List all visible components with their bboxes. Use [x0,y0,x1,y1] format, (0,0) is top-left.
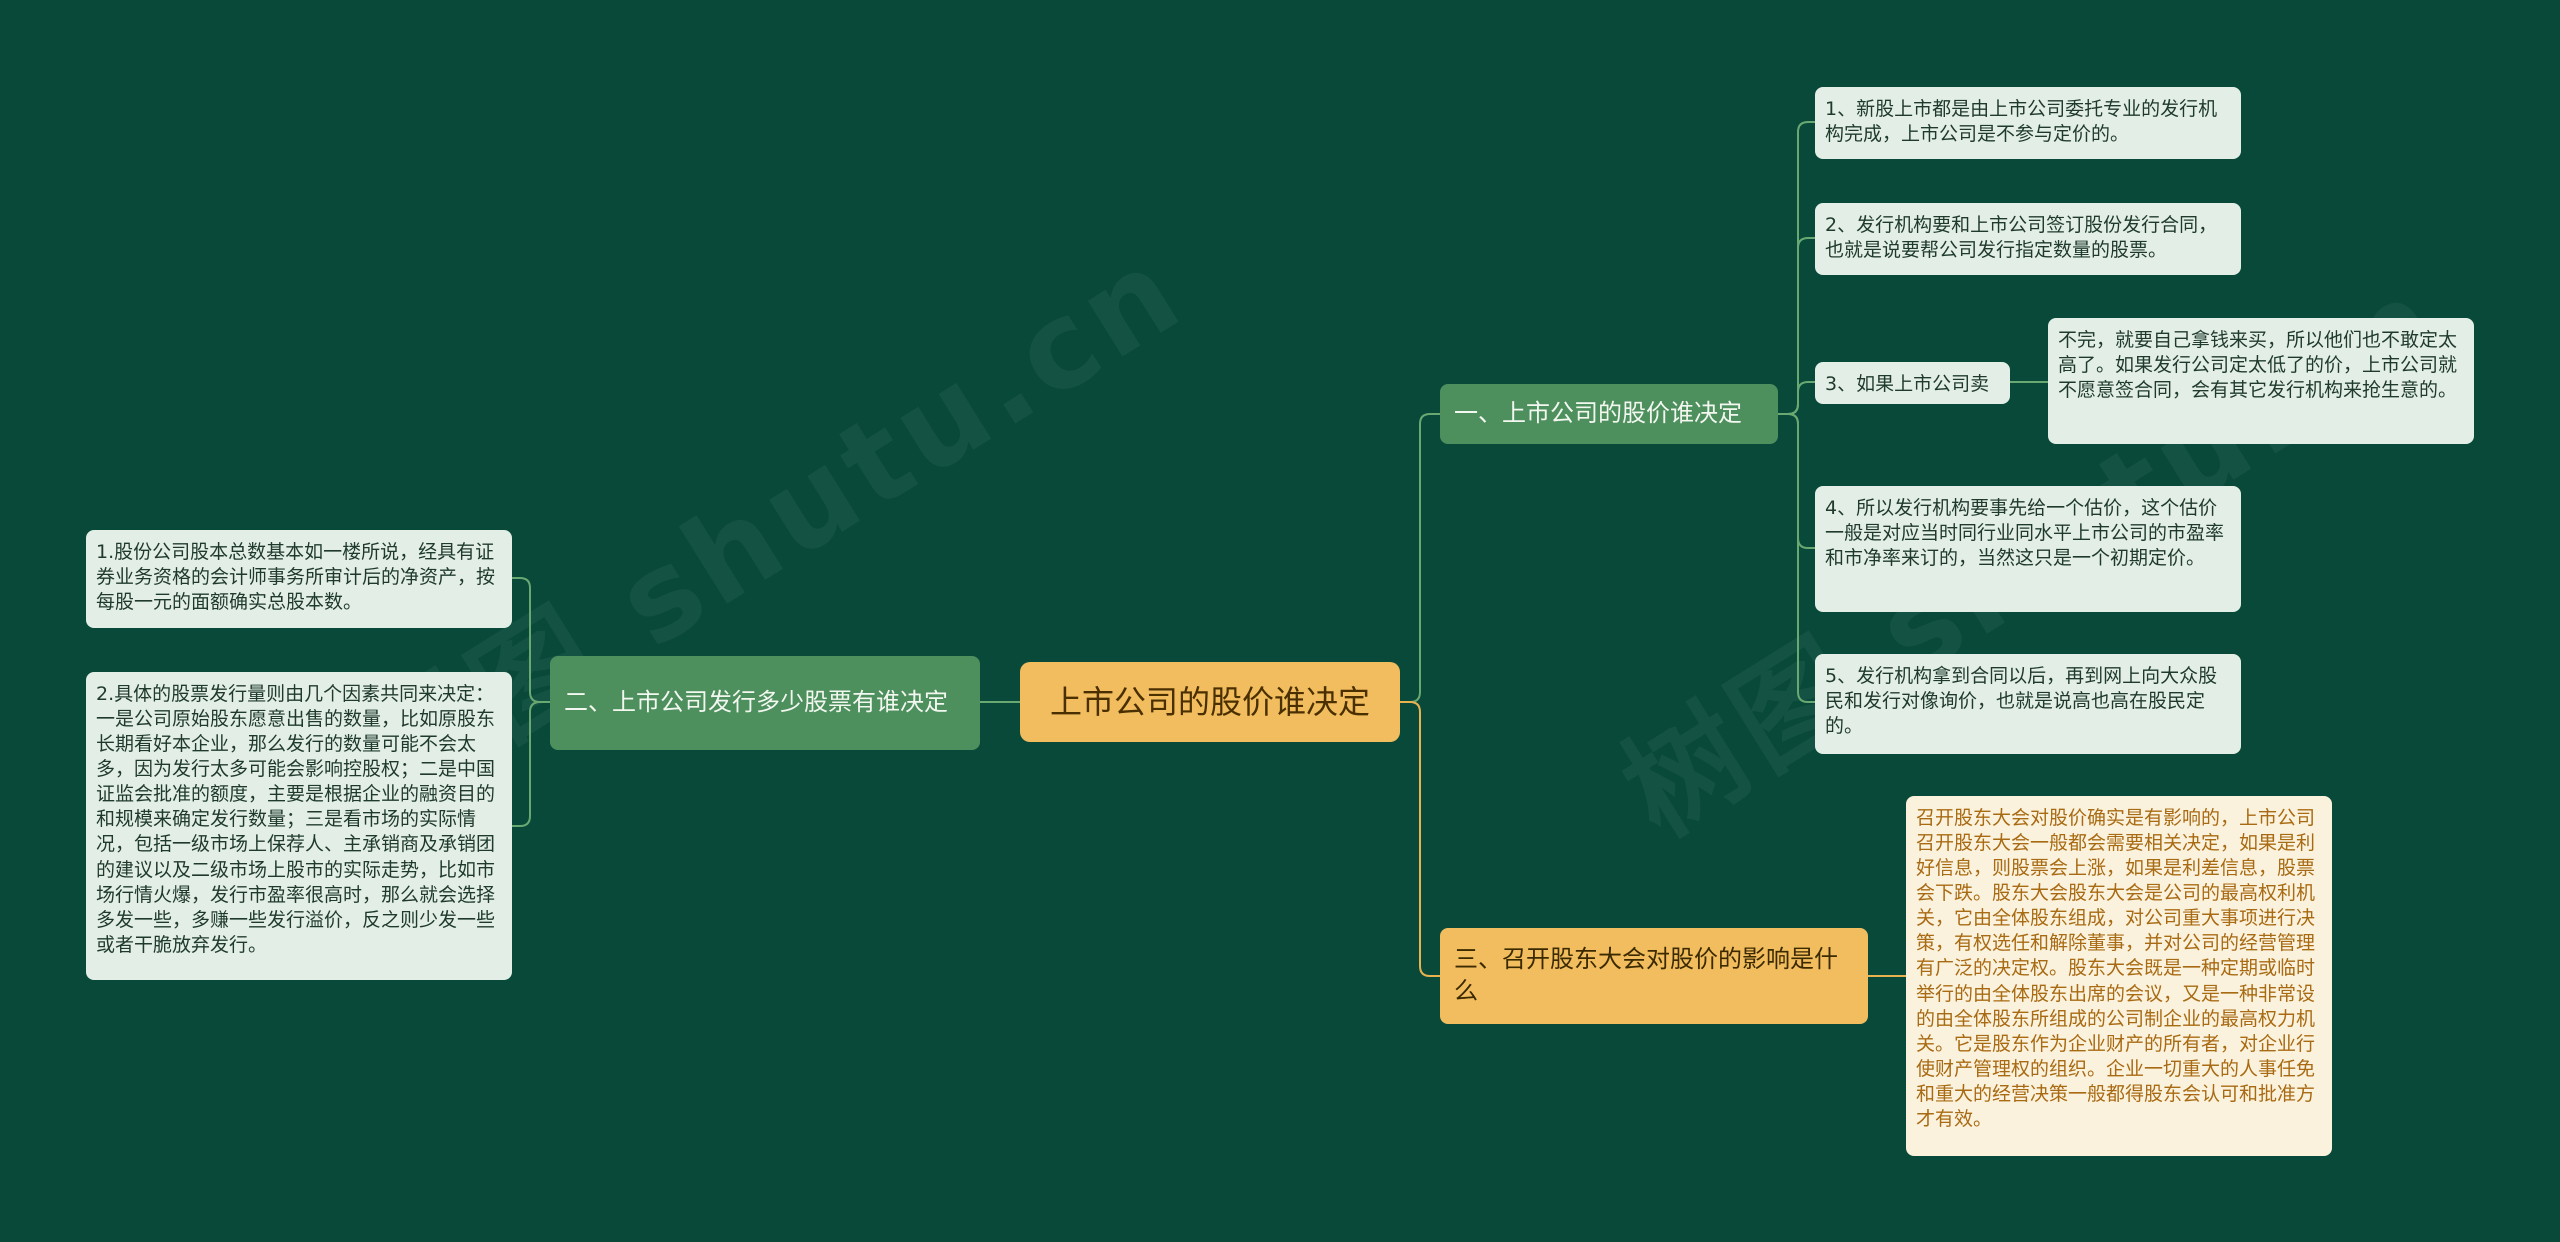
leaf-topic-1-2[interactable]: 2、发行机构要和上市公司签订股份发行合同，也就是说要帮公司发行指定数量的股票。 [1815,203,2241,275]
leaf-topic-2-2[interactable]: 2.具体的股票发行量则由几个因素共同来决定：一是公司原始股东愿意出售的数量，比如… [86,672,512,980]
leaf-topic-1-1[interactable]: 1、新股上市都是由上市公司委托专业的发行机构完成，上市公司是不参与定价的。 [1815,87,2241,159]
leaf-topic-2-1[interactable]: 1.股份公司股本总数基本如一楼所说，经具有证券业务资格的会计师事务所审计后的净资… [86,530,512,628]
connector-line [1400,701,1440,977]
root-topic[interactable]: 上市公司的股价谁决定 [1020,662,1400,742]
connector-line [1400,413,1440,703]
branch-topic-3[interactable]: 三、召开股东大会对股价的影响是什么 [1440,928,1868,1024]
leaf-topic-1-5[interactable]: 5、发行机构拿到合同以后，再到网上向大众股民和发行对像询价，也就是说高也高在股民… [1815,654,2241,754]
connector-line [1778,413,1815,703]
branch-topic-2[interactable]: 二、上市公司发行多少股票有谁决定 [550,656,980,750]
connector-line [512,577,550,703]
branch-topic-1[interactable]: 一、上市公司的股价谁决定 [1440,384,1778,444]
leaf-topic-1-3-detail[interactable]: 不完，就要自己拿钱来买，所以他们也不敢定太高了。如果发行公司定太低了的价，上市公… [2048,318,2474,444]
leaf-topic-3-1[interactable]: 召开股东大会对股价确实是有影响的，上市公司召开股东大会一般都会需要相关决定，如果… [1906,796,2332,1156]
connector-line [1778,381,1815,415]
leaf-topic-1-3[interactable]: 3、如果上市公司卖 [1815,362,2010,404]
connector-line [1778,237,1815,415]
connector-line [512,701,550,827]
connector-line [1778,121,1815,415]
connector-line [1778,413,1815,549]
leaf-topic-1-4[interactable]: 4、所以发行机构要事先给一个估价，这个估价一般是对应当时同行业同水平上市公司的市… [1815,486,2241,612]
